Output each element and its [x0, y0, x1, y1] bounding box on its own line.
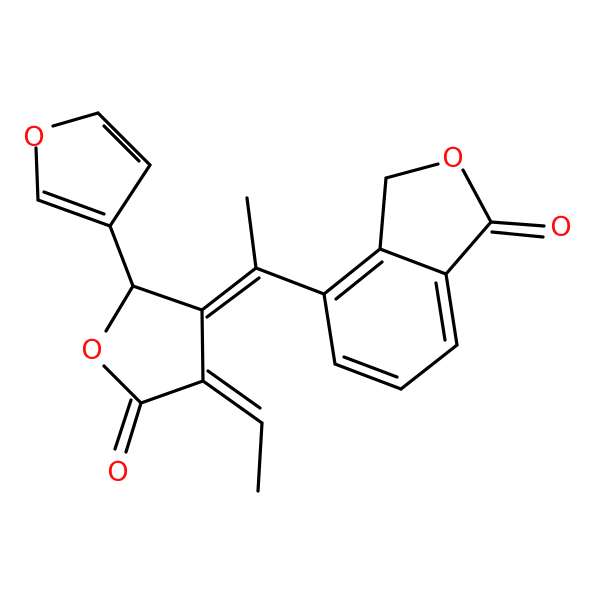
bond-ar-c2-c3	[378, 247, 448, 276]
bond-ar-c6-c1	[322, 292, 337, 366]
bond-c4-c5	[36, 198, 112, 228]
bond-ylidene-double-1	[200, 266, 258, 312]
atom-label-o-phthalide-ring: O	[442, 143, 463, 174]
bond-ar-c4-c5	[399, 343, 459, 391]
bond-ch2-to-ring-o	[384, 162, 440, 180]
bridging-alkene	[200, 196, 326, 319]
bond-phthalide-carbonyl-2	[490, 230, 545, 239]
benzene-ring	[322, 247, 459, 391]
bond-ar-to-ch2	[378, 176, 388, 251]
bond-ar-c3-c4	[444, 272, 459, 347]
atom-label-o-lactone-ring: O	[81, 335, 102, 366]
bond-ar-c5-c6-inner	[342, 355, 399, 379]
bond-ch-to-ring-o	[104, 284, 135, 333]
bond-carbonyl-c-to-ar	[444, 220, 493, 276]
bond-ethylidene-methyl	[256, 421, 264, 493]
furan-ring	[34, 111, 152, 228]
bond-c4-c5-inner	[42, 190, 106, 216]
bond-phthalide-carbonyl-1	[489, 220, 546, 228]
bond-lactone-carbonyl-2	[113, 398, 133, 451]
bond-c5-o1	[34, 146, 40, 202]
bond-ethylidene-double-2	[206, 369, 262, 410]
bond-ethylidene-double-1	[201, 379, 264, 425]
bond-c2-c3-inner	[102, 124, 141, 163]
bond-lactone-carbonyl-1	[124, 401, 143, 454]
atom-label-o-lactone-carbonyl: O	[107, 457, 128, 488]
bond-ar-c3-c4-inner	[434, 281, 447, 342]
bond-carbonyl-c-to-ethylidene-c	[139, 379, 205, 405]
bond-ar-c1-c2-inner	[334, 260, 384, 301]
bond-alkene-methyl	[245, 196, 258, 270]
bond-furan-to-ch	[108, 224, 135, 288]
atom-label-o-phthalide-carbonyl: O	[550, 212, 571, 243]
bond-c2-c3	[96, 111, 152, 167]
phthalide-lactone-ring	[378, 162, 546, 276]
bond-ar-c1-c2	[322, 247, 382, 296]
bond-ethylidene-c-to-ylidene-c	[200, 308, 205, 383]
lactone-ring	[102, 224, 264, 493]
bond-ylidene-double-2	[205, 276, 261, 319]
bond-c3-c4	[108, 163, 152, 228]
atom-label-o-furan: O	[23, 122, 44, 153]
bond-ring-o-to-carbonyl-c	[461, 168, 493, 224]
bond-alkene-to-aryl	[254, 266, 326, 296]
bond-o1-c2	[51, 111, 100, 128]
atom-labels: O O O O O	[23, 122, 571, 488]
bond-ylidene-c-to-ch	[131, 284, 204, 312]
bond-ring-o-to-carbonyl-c	[102, 364, 143, 405]
bond-ar-c5-c6	[333, 362, 403, 391]
